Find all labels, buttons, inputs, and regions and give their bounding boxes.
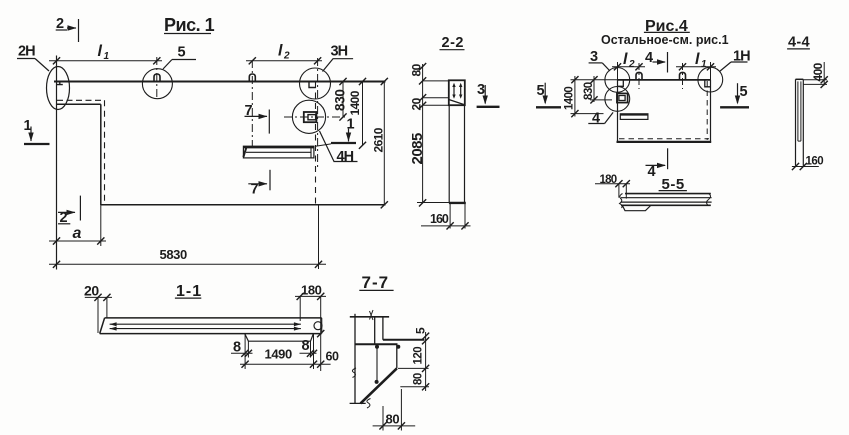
svg-text:Рис.4: Рис.4	[645, 18, 688, 35]
svg-text:180: 180	[301, 283, 322, 298]
svg-text:3Н: 3Н	[331, 44, 348, 60]
svg-text:80: 80	[413, 373, 425, 385]
svg-text:5: 5	[178, 45, 186, 61]
svg-text:2610: 2610	[372, 127, 386, 152]
svg-text:Рис. 1: Рис. 1	[164, 15, 215, 35]
svg-text:1400: 1400	[348, 90, 362, 115]
svg-text:8: 8	[302, 338, 310, 354]
svg-text:20: 20	[410, 97, 424, 110]
svg-text:80: 80	[386, 412, 400, 427]
svg-text:Остальное-см. рис.1: Остальное-см. рис.1	[601, 33, 729, 47]
svg-text:2: 2	[60, 210, 68, 226]
svg-text:a: a	[73, 225, 82, 242]
svg-text:2Н: 2Н	[18, 44, 35, 60]
svg-text:5: 5	[414, 327, 428, 334]
svg-text:20: 20	[84, 283, 99, 299]
svg-text:120: 120	[413, 347, 425, 365]
svg-text:l2: l2	[623, 51, 635, 70]
svg-text:1: 1	[347, 117, 355, 133]
svg-text:5830: 5830	[160, 247, 187, 262]
svg-text:1Н: 1Н	[733, 49, 750, 65]
svg-text:5: 5	[740, 84, 748, 100]
svg-text:60: 60	[326, 350, 340, 364]
svg-text:1490: 1490	[265, 347, 292, 362]
svg-text:l2: l2	[278, 43, 290, 62]
svg-text:80: 80	[410, 63, 424, 76]
svg-text:7-7: 7-7	[362, 273, 390, 292]
svg-text:160: 160	[806, 156, 824, 168]
svg-text:1400: 1400	[564, 87, 576, 110]
svg-text:4: 4	[648, 164, 656, 180]
svg-text:4: 4	[645, 50, 653, 66]
svg-text:4: 4	[592, 111, 600, 127]
svg-text:2-2: 2-2	[442, 35, 464, 51]
svg-text:830: 830	[333, 89, 348, 111]
svg-text:3: 3	[590, 49, 598, 65]
svg-text:160: 160	[430, 212, 449, 226]
svg-text:4Н: 4Н	[337, 149, 354, 165]
svg-text:2: 2	[56, 16, 64, 32]
svg-text:l1: l1	[695, 51, 707, 70]
svg-text:3: 3	[477, 82, 485, 98]
svg-text:2085: 2085	[409, 133, 426, 165]
svg-text:5: 5	[537, 83, 545, 99]
svg-text:l1: l1	[98, 43, 110, 62]
svg-text:7: 7	[251, 182, 259, 198]
svg-text:7: 7	[245, 103, 253, 119]
svg-text:8: 8	[233, 340, 241, 356]
svg-text:4-4: 4-4	[788, 35, 810, 51]
svg-text:1: 1	[24, 118, 32, 134]
svg-text:400: 400	[811, 62, 825, 81]
svg-text:180: 180	[600, 174, 617, 186]
svg-text:830: 830	[583, 82, 595, 100]
svg-text:5-5: 5-5	[662, 176, 685, 193]
svg-text:1-1: 1-1	[176, 283, 202, 300]
